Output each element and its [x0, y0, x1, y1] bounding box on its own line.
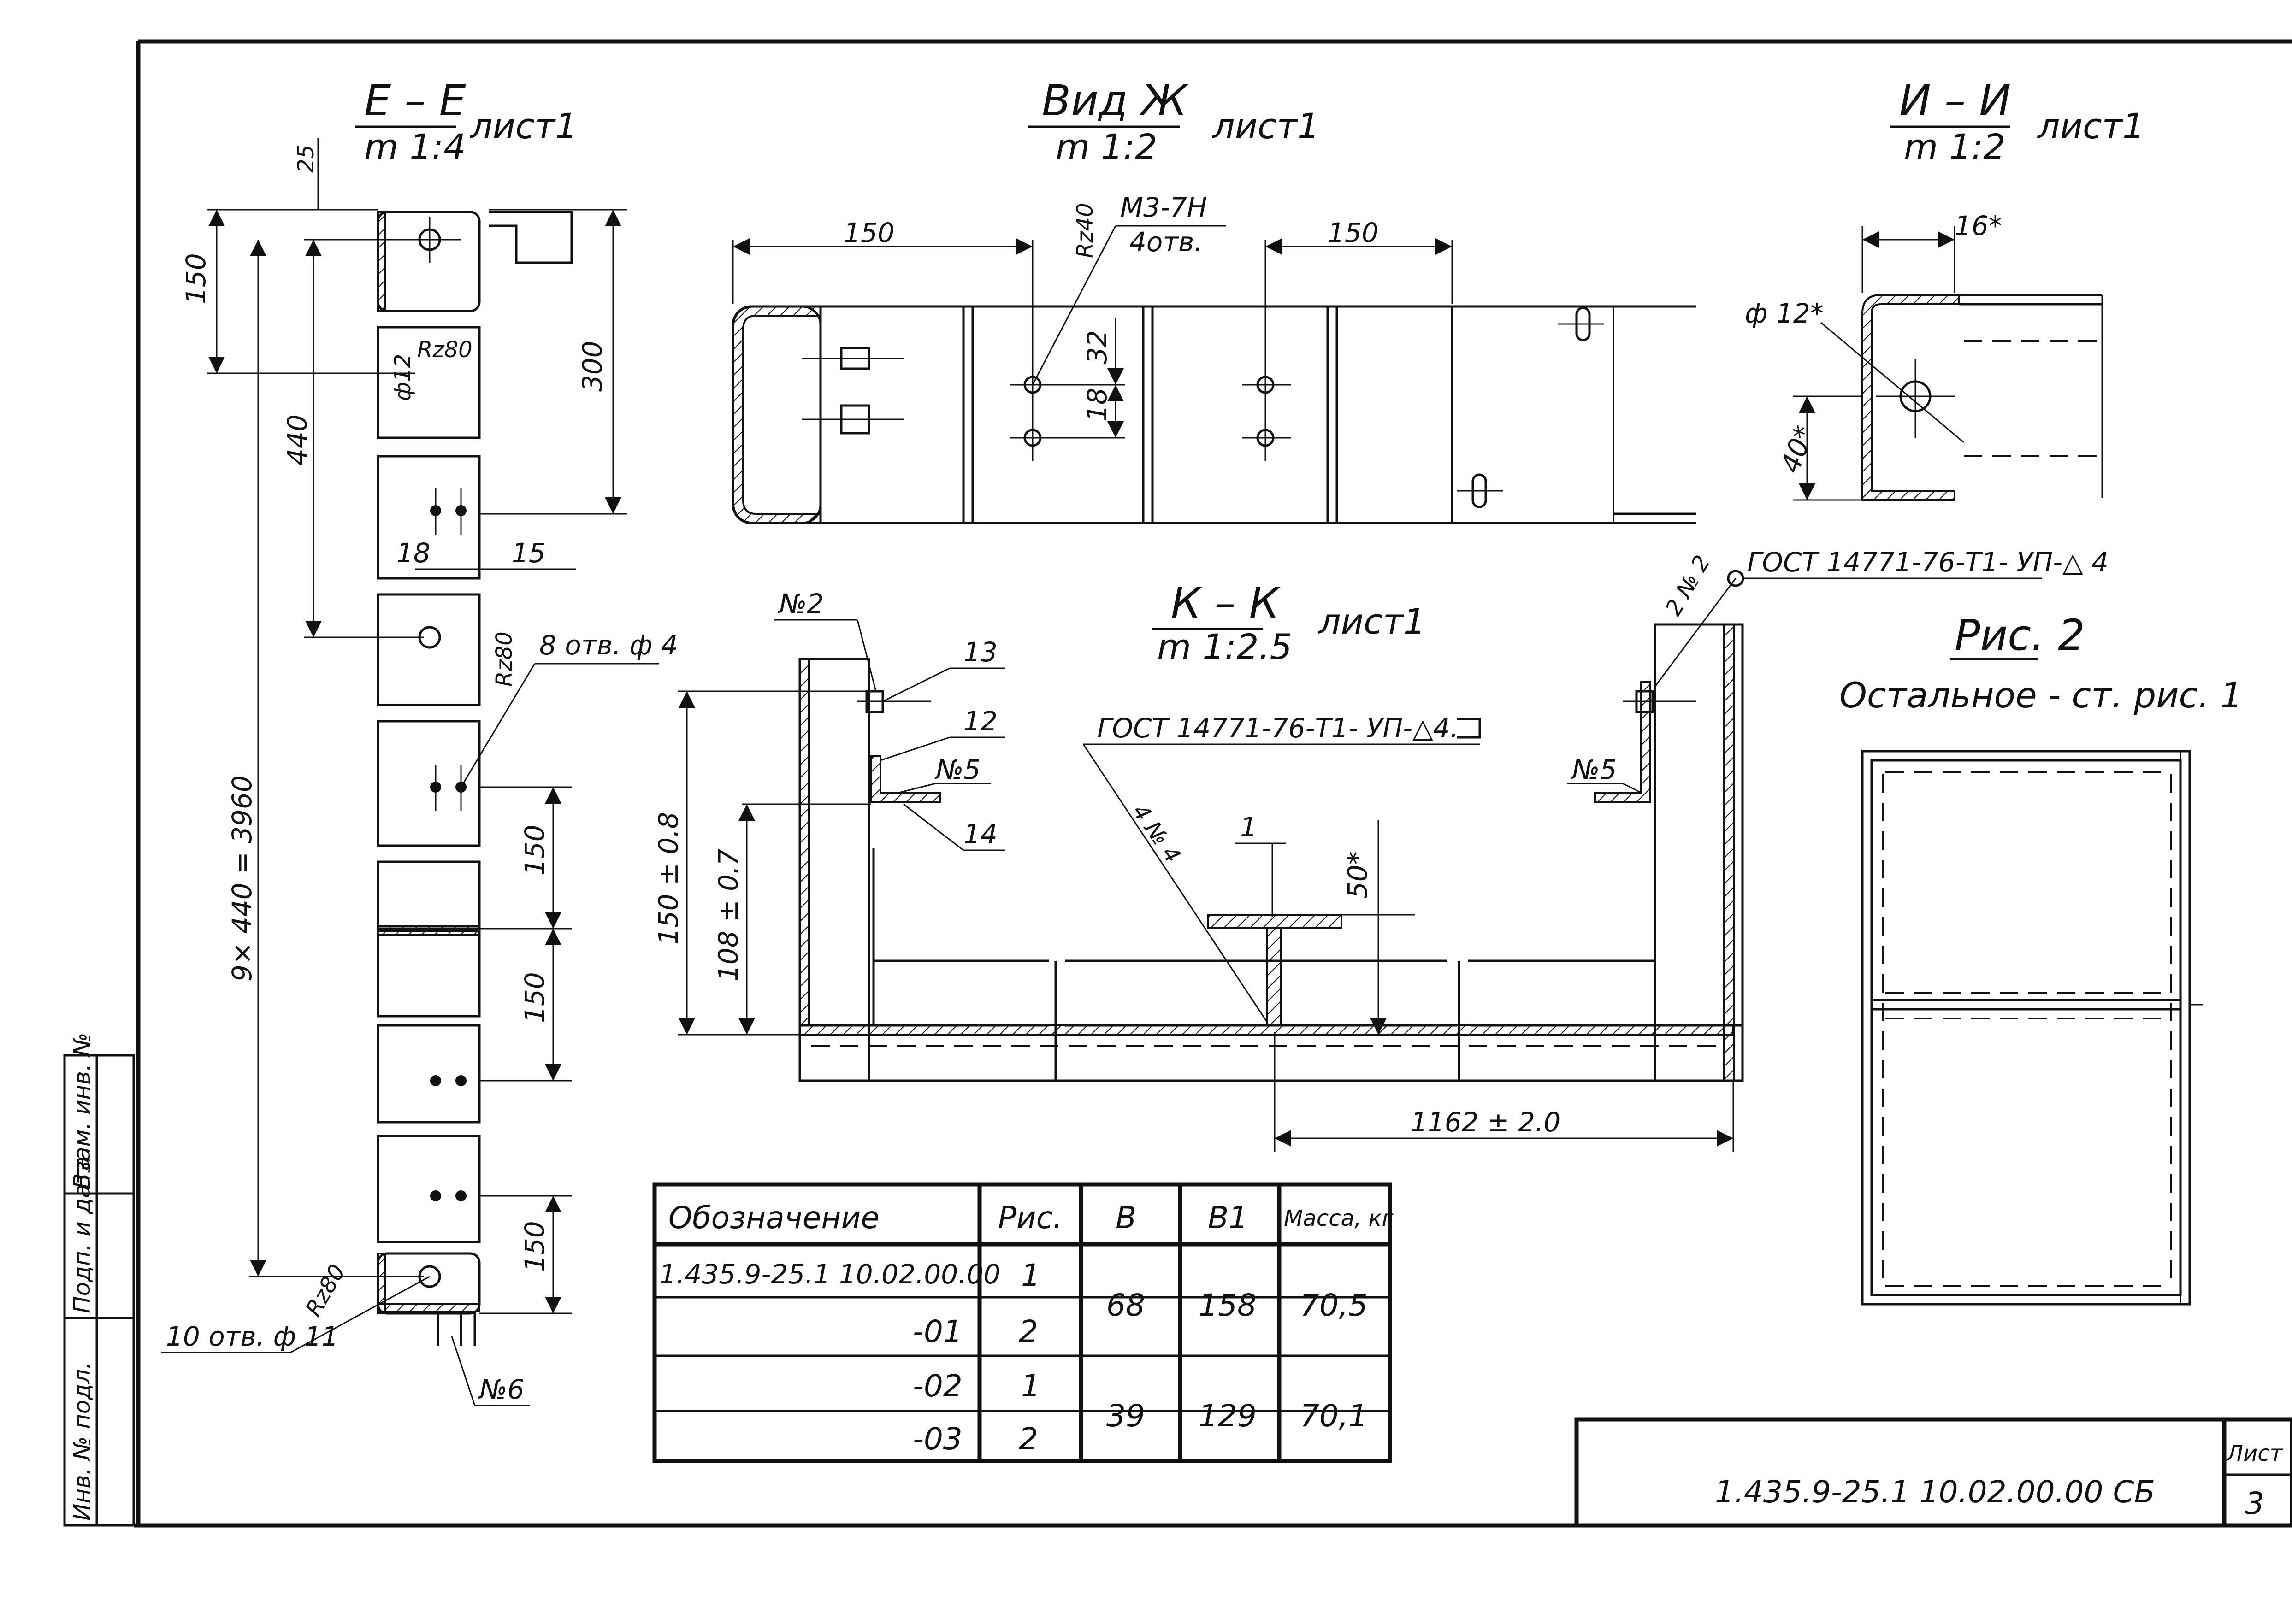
- kk-label-14: 14: [963, 818, 998, 850]
- zh-note-count: 4отв.: [1129, 226, 1203, 258]
- view-zh: Вид Ж m 1:2 лист1 150: [732, 76, 1696, 524]
- kk-dim-150: 150 ± 0.8: [653, 812, 684, 945]
- table-cell-mass: 70,1: [1300, 1398, 1368, 1434]
- kk-label-n5-right: №5: [1571, 754, 1617, 785]
- view-zh-title: Вид Ж: [1042, 76, 1189, 125]
- table-row: 1.435.9-25.1 10.02.00.00 1: [659, 1258, 1040, 1293]
- table-header-mass: Масса, кг: [1284, 1206, 1394, 1231]
- kk-label-n2: №2: [778, 588, 824, 619]
- ee-dim-150-top: 150: [180, 253, 212, 304]
- kk-label-1: 1: [1240, 812, 1257, 843]
- view-zh-sheet: лист1: [1211, 106, 1319, 147]
- fig2-title: Рис. 2: [1955, 611, 2085, 660]
- ee-dim-300: 300: [577, 341, 608, 392]
- zh-dim-150-right: 150: [1328, 217, 1379, 248]
- sheet-label: Лист: [2226, 1441, 2284, 1466]
- kk-weld-note: ГОСТ 14771-76-Т1- УП-△4.: [1097, 712, 1459, 744]
- ee-dim-9x440: 9× 440 = 3960: [226, 775, 258, 982]
- designation-table: Обозначение Рис. В В1 Масса, кг 1.435.9-…: [652, 1182, 1394, 1463]
- zh-note-thread: М3-7Н: [1120, 192, 1207, 223]
- kk-dim-1162: 1162 ± 2.0: [1411, 1106, 1560, 1138]
- ee-note-10-holes: 10 отв. ф 11: [166, 1321, 338, 1352]
- ii-dim-16: 16*: [1955, 210, 2002, 241]
- view-ee-title: Е – Е: [364, 76, 466, 125]
- kk-label-n2-right: 2 № 2: [1660, 551, 1715, 620]
- ee-phi12: ф12: [390, 354, 416, 401]
- ii-dim-40: 40*: [1774, 422, 1820, 477]
- table-cell-fig: 1: [1021, 1258, 1040, 1293]
- section-kk: К – К m 1:2.5 лист1: [653, 547, 2109, 1152]
- view-ii-sheet: лист1: [2037, 106, 2144, 147]
- ee-note-n6: №6: [478, 1374, 524, 1405]
- view-ii-title: И – И: [1899, 76, 2011, 125]
- table-cell-code: -03: [913, 1421, 963, 1457]
- ee-dim-150-c: 150: [519, 1221, 550, 1272]
- table-cell-fig: 2: [1019, 1421, 1038, 1457]
- table-cell-fig: 1: [1021, 1368, 1040, 1404]
- ee-dim-150-b: 150: [519, 972, 550, 1023]
- ee-dim-18: 18: [396, 537, 431, 569]
- table-header-b1: В1: [1208, 1200, 1248, 1236]
- side-stamp: Взам. инв. № Подп. и дата Инв. № подл.: [63, 1033, 135, 1527]
- ee-strip: [377, 211, 573, 1346]
- table-row: -03 2: [913, 1421, 1038, 1457]
- kk-dim-50: 50*: [1342, 851, 1373, 899]
- table-row: -02 1: [913, 1368, 1040, 1404]
- ee-dim-440: 440: [282, 414, 313, 465]
- zh-dim-18: 18: [1081, 388, 1113, 422]
- figure-2: Рис. 2 Остальное - ст. рис. 1: [1839, 611, 2243, 1306]
- view-ee-scale: m 1:4: [364, 126, 466, 167]
- title-block: 1.435.9-25.1 10.02.00.00 СБ Лист 3: [1574, 1417, 2292, 1528]
- ee-dim-15: 15: [512, 537, 546, 569]
- ee-dim-25: 25: [293, 145, 319, 173]
- ee-rz80-a: Rz80: [417, 337, 473, 363]
- ee-rz80-b: Rz80: [491, 631, 517, 687]
- table-cell-b: 39: [1106, 1398, 1145, 1434]
- kk-weld-top: ГОСТ 14771-76-Т1- УП-△ 4: [1747, 547, 2109, 578]
- fig2-subtitle: Остальное - ст. рис. 1: [1839, 675, 2243, 716]
- ee-note-8-holes: 8 отв. ф 4: [539, 630, 678, 661]
- ee-dim-150-a: 150: [519, 824, 550, 876]
- table-cell-code: -01: [913, 1314, 963, 1349]
- section-kk-sheet: лист1: [1317, 601, 1425, 642]
- section-kk-title: К – К: [1171, 578, 1281, 628]
- table-cell-b1: 158: [1199, 1288, 1257, 1323]
- kk-label-12: 12: [963, 706, 998, 737]
- table-header-designation: Обозначение: [668, 1200, 880, 1236]
- view-ee-sheet: лист1: [469, 106, 577, 147]
- table-header-fig: Рис.: [998, 1200, 1063, 1236]
- table-cell-code: 1.435.9-25.1 10.02.00.00: [659, 1259, 1000, 1290]
- table-header-b: В: [1116, 1200, 1136, 1236]
- view-ee: Е – Е m 1:4 лист1: [161, 76, 678, 1406]
- ii-dim-phi12: ф 12*: [1745, 298, 1824, 329]
- side-stamp-inv-no: Инв. № подл.: [69, 1362, 95, 1521]
- zh-dim-32: 32: [1081, 330, 1113, 364]
- side-stamp-replace: Взам. инв. №: [69, 1033, 95, 1189]
- zh-rz40: Rz40: [1072, 203, 1098, 258]
- table-cell-b1: 129: [1199, 1398, 1257, 1434]
- view-zh-scale: m 1:2: [1056, 126, 1158, 167]
- kk-dim-108: 108 ± 0.7: [713, 848, 744, 982]
- table-cell-fig: 2: [1019, 1314, 1038, 1349]
- zh-dim-150-left: 150: [844, 217, 895, 248]
- view-ii-scale: m 1:2: [1904, 126, 2006, 167]
- kk-label-n5: №5: [934, 754, 981, 785]
- table-cell-b: 68: [1106, 1288, 1145, 1323]
- sheet-number: 3: [2245, 1486, 2264, 1521]
- table-cell-mass: 70,5: [1300, 1288, 1368, 1323]
- table-cell-code: -02: [913, 1368, 963, 1404]
- table-row: -01 2: [913, 1314, 1038, 1349]
- ee-rz80-c: Rz80: [301, 1260, 350, 1321]
- kk-label-13: 13: [963, 636, 998, 668]
- drawing-code: 1.435.9-25.1 10.02.00.00 СБ: [1715, 1474, 2155, 1510]
- kk-dim-4: 4 № 4: [1127, 800, 1186, 868]
- section-kk-scale: m 1:2.5: [1157, 626, 1292, 667]
- side-stamp-sign-date: Подп. и дата: [69, 1156, 95, 1313]
- view-ii: И – И m 1:2 лист1 16* ф 12* 40*: [1745, 76, 2144, 501]
